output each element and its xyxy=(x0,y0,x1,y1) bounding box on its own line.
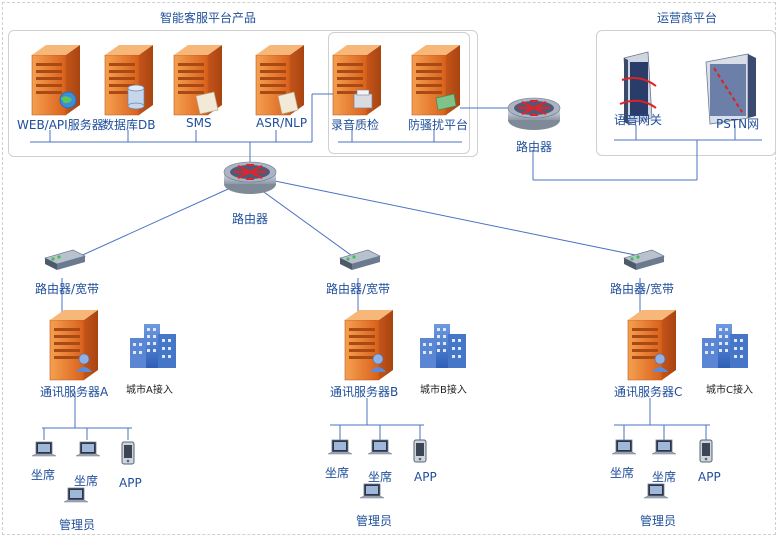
message-icon xyxy=(195,91,219,115)
main-router-icon xyxy=(222,160,278,196)
admin-b-laptop-icon xyxy=(359,483,385,499)
branch-a-seat1-label: 坐席 xyxy=(31,468,56,482)
database-icon xyxy=(127,84,145,110)
branch-c-router-label: 路由器/宽带 xyxy=(610,282,675,296)
node-label-asr-nlp: ASR/NLP xyxy=(256,116,308,130)
branch-a-router-icon xyxy=(44,249,86,271)
node-label-database: 数据库DB xyxy=(102,118,156,132)
branch-a-server-label: 通讯服务器A xyxy=(40,385,109,399)
comm-server-c-icon xyxy=(627,309,677,381)
node-label-sms: SMS xyxy=(186,116,212,130)
branch-c-server-label: 通讯服务器C xyxy=(614,385,683,399)
shield-card-icon xyxy=(435,93,457,111)
branch-c-seat1-label: 坐席 xyxy=(610,466,635,480)
carrier-router-label: 路由器 xyxy=(516,140,553,154)
voice-gateway-icon xyxy=(619,51,657,125)
city-c-building-icon xyxy=(702,324,748,368)
recorder-icon xyxy=(353,89,373,109)
branch-b-admin-label: 管理员 xyxy=(356,514,393,528)
document-icon xyxy=(277,91,299,115)
seat-c1-laptop-icon xyxy=(611,439,637,455)
branch-c-app-label: APP xyxy=(698,470,721,484)
node-label-pstn: PSTN网 xyxy=(716,117,760,131)
branch-a-router-label: 路由器/宽带 xyxy=(35,282,100,296)
platform-title: 智能客服平台产品 xyxy=(160,11,257,25)
branch-c-router-icon xyxy=(623,249,665,271)
admin-a-laptop-icon xyxy=(63,487,89,503)
branch-a-app-label: APP xyxy=(119,476,142,490)
platform-box xyxy=(8,30,478,157)
branch-b-router-label: 路由器/宽带 xyxy=(326,282,391,296)
seat-c2-laptop-icon xyxy=(651,439,677,455)
app-a-phone-icon xyxy=(121,441,135,465)
city-b-building-icon xyxy=(420,324,466,368)
branch-a-seat2-label: 坐席 xyxy=(74,474,99,488)
comm-server-a-icon xyxy=(49,309,99,381)
seat-b2-laptop-icon xyxy=(367,439,393,455)
seat-b1-laptop-icon xyxy=(327,439,353,455)
node-label-voice-gateway: 语音网关 xyxy=(614,113,663,127)
node-label-anti-harassment: 防骚扰平台 xyxy=(408,118,469,132)
platform-sub-box xyxy=(328,32,470,154)
city-a-building-icon xyxy=(130,324,176,368)
branch-b-seat1-label: 坐席 xyxy=(325,466,350,480)
admin-c-laptop-icon xyxy=(643,483,669,499)
branch-b-router-icon xyxy=(339,249,381,271)
seat-a2-laptop-icon xyxy=(75,441,101,457)
branch-b-city-label: 城市B接入 xyxy=(420,385,467,396)
branch-b-seat2-label: 坐席 xyxy=(368,470,393,484)
branch-c-admin-label: 管理员 xyxy=(640,514,677,528)
pstn-network-icon xyxy=(705,53,756,125)
carrier-box xyxy=(596,30,776,156)
node-label-recording-qa: 录音质检 xyxy=(331,118,380,132)
carrier-router-icon xyxy=(506,96,562,132)
branch-b-server-label: 通讯服务器B xyxy=(330,385,399,399)
comm-server-b-icon xyxy=(344,309,394,381)
branch-b-app-label: APP xyxy=(414,470,437,484)
carrier-title: 运营商平台 xyxy=(657,11,718,25)
branch-c-city-label: 城市C接入 xyxy=(706,385,753,396)
branch-c-seat2-label: 坐席 xyxy=(652,470,677,484)
app-c-phone-icon xyxy=(699,439,713,463)
node-label-web-api: WEB/API服务器 xyxy=(17,118,104,132)
branch-a-city-label: 城市A接入 xyxy=(126,385,173,396)
app-b-phone-icon xyxy=(413,439,427,463)
main-router-label: 路由器 xyxy=(232,212,269,226)
seat-a1-laptop-icon xyxy=(31,441,57,457)
branch-a-admin-label: 管理员 xyxy=(59,518,96,532)
